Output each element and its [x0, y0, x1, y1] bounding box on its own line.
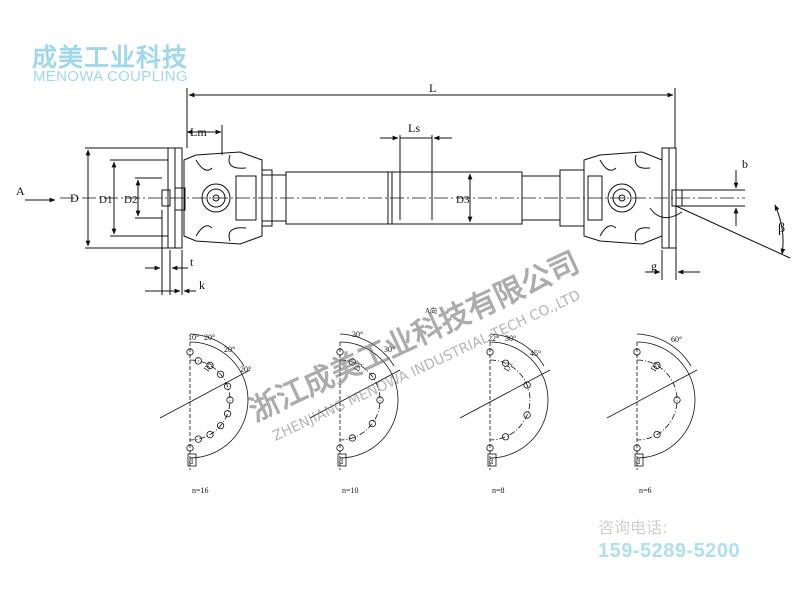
- bolt-hole: [501, 359, 510, 367]
- dim-label-t: t: [190, 255, 194, 269]
- hole-count-label: n=6: [639, 486, 652, 495]
- angle-label: 22°: [488, 334, 499, 343]
- dim-label-D: D: [70, 191, 79, 205]
- angle-label: 20°: [224, 345, 235, 354]
- angle-label: 30°: [384, 345, 395, 354]
- flange-pattern: [459, 333, 551, 470]
- flange-d1-label: D1: [202, 360, 215, 373]
- bolt-hole: [206, 430, 214, 439]
- bolt-hole: [368, 419, 376, 428]
- bolt-hole: [186, 348, 194, 356]
- view-arrow-label-A: A: [16, 184, 25, 198]
- bolt-hole: [194, 357, 202, 365]
- contact-phone: 159-5289-5200: [598, 540, 741, 562]
- bolt-hole: [217, 422, 225, 430]
- dim-label-b: b: [742, 157, 748, 171]
- angle-label: 30°: [352, 330, 363, 339]
- bolt-hole: [486, 348, 494, 356]
- bolt-hole: [348, 434, 356, 442]
- company-watermark: 浙江成美工业科技有限公司 ZHENJIANG MENOWA INDUSTRIAL…: [244, 245, 585, 445]
- bolt-hole: [186, 444, 194, 452]
- company-logo-en: MENOWA COUPLING: [33, 68, 188, 85]
- bolt-hole: [501, 433, 510, 441]
- bolt-hole: [486, 444, 494, 452]
- bolt-hole: [523, 411, 531, 419]
- dim-label-D3: D3: [456, 194, 470, 206]
- angle-label: 20°: [240, 365, 251, 374]
- bolt-hole: [206, 361, 214, 369]
- dim-label-beta: β: [778, 221, 785, 236]
- flange-d1-label: D1: [502, 360, 515, 373]
- bolt-hole: [633, 444, 641, 452]
- bolt-hole: [336, 348, 344, 356]
- company-logo-cn: 成美工业科技: [32, 43, 189, 72]
- bolt-hole: [194, 435, 202, 443]
- angle-label: 20°: [204, 333, 215, 342]
- flange-d-label: d: [189, 457, 193, 466]
- flange-d-label: d: [339, 457, 343, 466]
- bolt-hole: [224, 382, 232, 390]
- bolt-hole: [226, 396, 234, 404]
- hole-count-label: n=10: [342, 486, 359, 495]
- bolt-hole: [673, 396, 681, 404]
- bolt-hole: [336, 444, 344, 452]
- bolt-hole: [653, 361, 661, 369]
- dim-label-g: g: [651, 259, 657, 273]
- angle-label: 10°: [188, 333, 199, 342]
- bolt-hole: [368, 372, 376, 381]
- dim-label-L: L: [429, 81, 436, 95]
- bolt-hole: [348, 358, 356, 366]
- flange-pattern: [309, 333, 401, 470]
- hole-count-label: n=16: [192, 486, 209, 495]
- svg-text:浙江成美工业科技有限公司: 浙江成美工业科技有限公司: [244, 245, 585, 429]
- bolt-hole: [376, 396, 384, 404]
- bolt-hole: [523, 381, 531, 389]
- dim-label-k: k: [199, 278, 205, 292]
- bolt-hole: [217, 370, 225, 378]
- flange-pattern: [606, 333, 698, 470]
- bolt-hole: [224, 410, 232, 418]
- dim-label-Ls: Ls: [408, 121, 420, 135]
- flange-patterns: 10° 20° 20° 20° D1 d n=16 30° 30° D1 d n=10 22° 30° 45…: [159, 330, 698, 495]
- angle-label: 60°: [671, 335, 682, 344]
- flange-d-label: d: [489, 457, 493, 466]
- dim-label-Lm: Lm: [190, 125, 207, 139]
- flange-pattern: [159, 333, 251, 470]
- flange-d1-label: D1: [352, 360, 365, 373]
- contact-label: 咨询电话:: [598, 518, 668, 537]
- angle-label: 45°: [530, 349, 541, 358]
- flange-d-label: d: [636, 457, 640, 466]
- bolt-hole: [633, 348, 641, 356]
- bolt-hole: [653, 430, 661, 439]
- view-label: A向: [425, 306, 437, 315]
- flange-d1-label: D1: [649, 360, 662, 373]
- hole-count-label: n=8: [492, 486, 505, 495]
- angle-label: 30°: [505, 334, 516, 343]
- dim-label-D1: D1: [99, 194, 112, 206]
- dim-label-D2: D2: [124, 194, 137, 206]
